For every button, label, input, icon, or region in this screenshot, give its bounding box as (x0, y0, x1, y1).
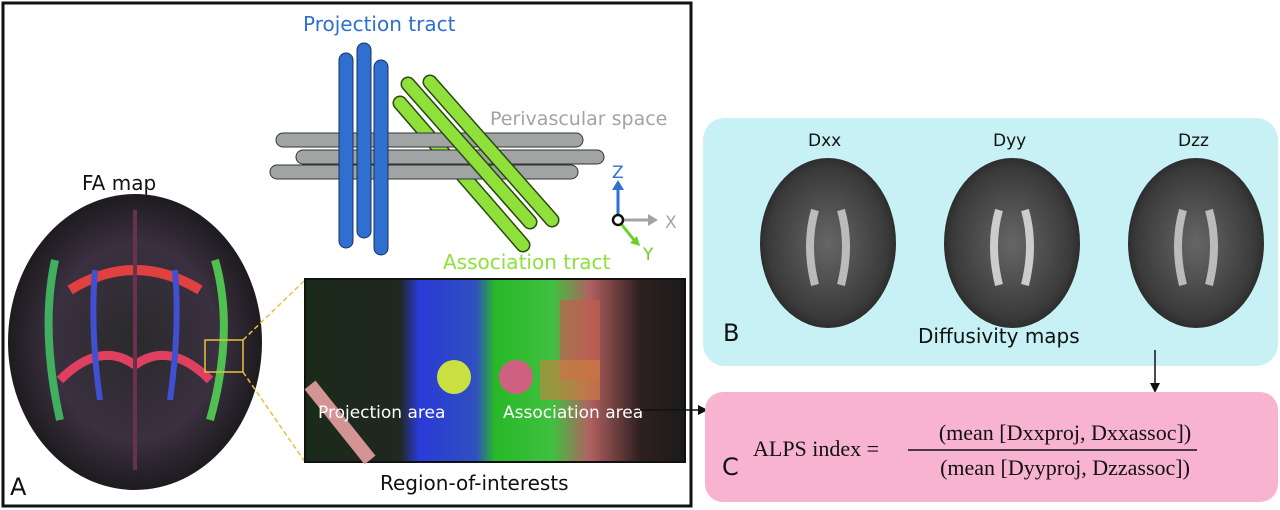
zoom-line-top (242, 279, 306, 341)
association-tract-label: Association tract (443, 250, 611, 274)
zoom-line-bottom (242, 371, 306, 463)
dzz-map-image (1128, 158, 1264, 328)
dyy-map-image (944, 158, 1080, 328)
perivascular-space-label: Perivascular space (490, 108, 667, 130)
projection-tract-rods (338, 42, 389, 256)
panel-b-letter: B (723, 319, 739, 347)
tract-schematic (269, 42, 605, 256)
fa-map-label: FA map (82, 171, 156, 195)
roi-box (204, 339, 244, 373)
alps-index-lhs: ALPS index = (753, 436, 879, 461)
perivascular-rods (269, 132, 605, 180)
map-label-dyy: Dyy (993, 131, 1026, 151)
arrow-b-to-c-head (1150, 383, 1160, 393)
panel-a-letter: A (10, 473, 27, 501)
panel-c-background (705, 392, 1278, 502)
panel-c-letter: C (722, 453, 739, 481)
fa-map-image (8, 194, 262, 490)
axis-z-label: Z (612, 163, 624, 183)
projection-roi-circle (437, 360, 471, 394)
roi-inset-image (304, 278, 686, 465)
association-area-label: Association area (503, 403, 643, 423)
coordinate-axes (611, 180, 658, 246)
map-label-dzz: Dzz (1178, 131, 1209, 151)
axis-x-label: X (665, 213, 677, 233)
projection-area-label: Projection area (318, 403, 445, 423)
association-tract-rods-front (400, 74, 560, 230)
association-roi-circle (499, 360, 533, 394)
map-label-dxx: Dxx (808, 131, 841, 151)
axis-y-label: Y (642, 245, 654, 265)
diffusivity-maps-caption: Diffusivity maps (918, 324, 1080, 348)
formula-denominator: (mean [Dyyproj, Dzzassoc]) (940, 455, 1190, 480)
formula-numerator: (mean [Dxxproj, Dxxassoc]) (939, 420, 1191, 445)
dxx-map-image (760, 158, 896, 328)
projection-tract-label: Projection tract (303, 12, 456, 36)
roi-caption: Region-of-interests (380, 471, 569, 495)
arrow-a-to-c-head (698, 405, 708, 415)
